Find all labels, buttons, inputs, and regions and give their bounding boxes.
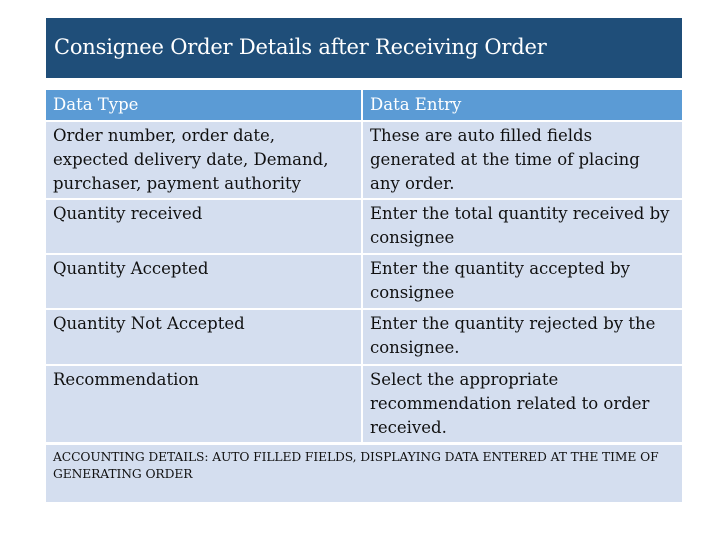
order-details-table: Data Type Data Entry Order number, order… <box>46 90 682 444</box>
data-type-cell: Order number, order date, expected deliv… <box>46 121 363 200</box>
data-entry-cell: Enter the quantity accepted by consignee <box>362 254 682 310</box>
data-entry-cell: Select the appropriate recommendation re… <box>362 365 682 444</box>
accounting-details-note: ACCOUNTING DETAILS: AUTO FILLED FIELDS, … <box>46 445 682 502</box>
data-type-cell: Quantity received <box>46 199 363 255</box>
table-row: Quantity Not Accepted Enter the quantity… <box>46 309 682 366</box>
table-row: Quantity received Enter the total quanti… <box>46 199 682 255</box>
data-entry-cell: Enter the total quantity received by con… <box>362 199 682 255</box>
table-row: Quantity Accepted Enter the quantity acc… <box>46 254 682 310</box>
data-entry-cell: Enter the quantity rejected by the consi… <box>362 309 682 366</box>
slide-title: Consignee Order Details after Receiving … <box>46 18 682 78</box>
table-row: Recommendation Select the appropriate re… <box>46 365 682 444</box>
column-header-data-type: Data Type <box>46 90 363 122</box>
data-type-cell: Quantity Not Accepted <box>46 309 363 366</box>
data-type-cell: Recommendation <box>46 365 363 444</box>
data-entry-cell: These are auto filled fields generated a… <box>362 121 682 200</box>
table-header-row: Data Type Data Entry <box>46 90 682 122</box>
column-header-data-entry: Data Entry <box>362 90 682 122</box>
table-row: Order number, order date, expected deliv… <box>46 121 682 200</box>
data-type-cell: Quantity Accepted <box>46 254 363 310</box>
